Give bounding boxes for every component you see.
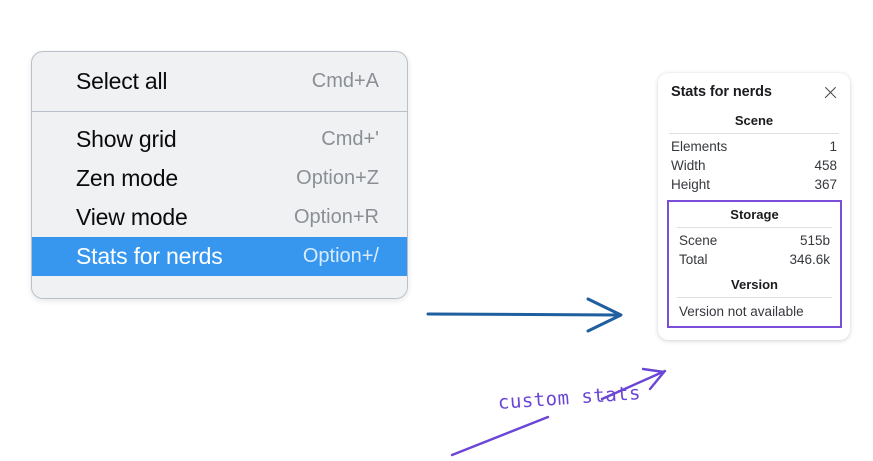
custom-stats-section: Storage Scene 515b Total 346.6k Version … <box>667 200 842 328</box>
stat-row-storage-scene: Scene 515b <box>669 231 840 250</box>
menu-item-label: Select all <box>76 68 168 94</box>
callout-tail-stroke <box>450 415 550 457</box>
stat-value: 367 <box>814 177 837 192</box>
menu-item-view-mode[interactable]: View mode Option+R <box>32 198 407 237</box>
stat-row-storage-total: Total 346.6k <box>669 250 840 269</box>
menu-item-shortcut: Cmd+' <box>321 128 379 150</box>
stat-value: 515b <box>799 233 830 248</box>
menu-item-label: Zen mode <box>76 165 178 191</box>
storage-section-divider <box>677 227 832 228</box>
menu-item-shortcut: Cmd+A <box>311 70 379 92</box>
canvas-context-menu[interactable]: Select all Cmd+A Show grid Cmd+' Zen mod… <box>31 51 408 299</box>
menu-item-shortcut: Option+/ <box>302 245 379 267</box>
version-section-heading: Version <box>731 277 778 292</box>
scene-section: Scene Elements 1 Width 458 Height 367 <box>658 112 850 194</box>
stat-key: Elements <box>671 139 728 154</box>
version-value: Version not available <box>679 304 804 319</box>
menu-item-label: Show grid <box>76 126 177 152</box>
close-icon[interactable] <box>823 85 838 100</box>
menu-item-stats-for-nerds[interactable]: Stats for nerds Option+/ <box>32 237 407 276</box>
scene-section-heading: Scene <box>734 113 774 128</box>
version-section-divider <box>677 297 832 298</box>
menu-item-shortcut: Option+R <box>293 206 379 228</box>
scene-section-divider <box>669 133 839 134</box>
menu-group-view: Show grid Cmd+' Zen mode Option+Z View m… <box>32 112 407 276</box>
stat-row-width: Width 458 <box>658 156 850 175</box>
stats-panel-header: Stats for nerds <box>658 84 850 100</box>
stat-row-elements: Elements 1 <box>658 137 850 156</box>
storage-section-heading: Storage <box>730 207 779 222</box>
menu-item-label: Stats for nerds <box>76 243 223 269</box>
stat-value: 1 <box>829 139 837 154</box>
menu-item-zen-mode[interactable]: Zen mode Option+Z <box>32 159 407 198</box>
menu-item-show-grid[interactable]: Show grid Cmd+' <box>32 120 407 159</box>
menu-footer-spacer <box>32 276 407 298</box>
menu-item-shortcut: Option+Z <box>296 167 379 189</box>
menu-item-label: View mode <box>76 204 188 230</box>
handwritten-note: custom stats <box>497 382 642 414</box>
menu-group-primary: Select all Cmd+A <box>32 52 407 112</box>
flow-arrow-menu-to-panel <box>426 297 623 333</box>
stat-key: Width <box>671 158 706 173</box>
stat-key: Scene <box>679 233 718 248</box>
stat-value: 458 <box>814 158 837 173</box>
stats-panel-title: Stats for nerds <box>671 84 772 100</box>
stats-for-nerds-panel: Stats for nerds Scene Elements 1 Width 4… <box>658 73 850 340</box>
stat-value: 346.6k <box>789 252 830 267</box>
menu-item-select-all[interactable]: Select all Cmd+A <box>32 62 407 101</box>
stat-key: Total <box>679 252 708 267</box>
stat-row-height: Height 367 <box>658 175 850 194</box>
stat-key: Height <box>671 177 711 192</box>
